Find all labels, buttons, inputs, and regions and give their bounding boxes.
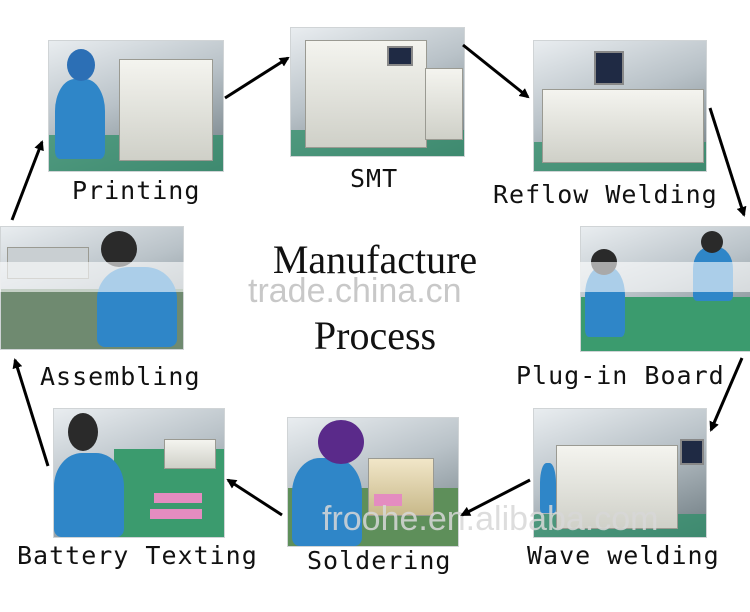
arrow-smt-to-reflow (462, 43, 530, 99)
step-label-plug-in-board: Plug-in Board (516, 361, 725, 390)
photo-printing (48, 40, 224, 172)
arrow-plugin-to-wave (709, 357, 744, 432)
arrow-wave-to-soldering (460, 478, 531, 517)
step-label-wave-welding: Wave welding (527, 541, 720, 570)
arrow-soldering-to-battery (226, 478, 283, 517)
photo-wave-welding (533, 408, 707, 538)
watermark-alibaba: froohe.en.alibaba.com (322, 500, 659, 538)
title-manufacture: Manufacture (272, 237, 478, 282)
photo-smt (290, 27, 465, 157)
arrow-assembling-to-printing (10, 140, 44, 221)
watermark-trade-china: trade.china.cn (248, 272, 462, 310)
title-process: Process (313, 313, 437, 358)
watermark-band (0, 262, 750, 292)
arrow-reflow-to-plugin (708, 107, 747, 217)
step-label-assembling: Assembling (40, 362, 201, 391)
step-label-soldering: Soldering (307, 546, 452, 575)
step-label-printing: Printing (72, 176, 201, 205)
photo-soldering (287, 417, 459, 547)
photo-reflow-welding (533, 40, 707, 172)
step-label-smt: SMT (350, 164, 399, 193)
step-label-battery-texting: Battery Texting (17, 541, 258, 570)
arrow-printing-to-smt (224, 56, 290, 100)
arrow-battery-to-assembling (12, 358, 50, 467)
photo-battery-texting (53, 408, 225, 538)
step-label-reflow-welding: Reflow Welding (493, 180, 718, 209)
